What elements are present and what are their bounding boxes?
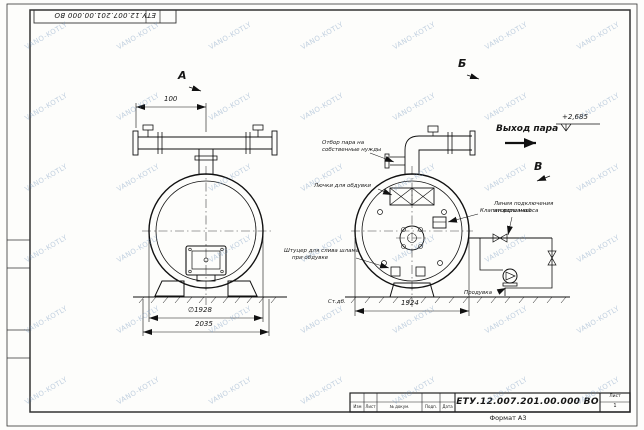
blowdown-label: Продувка: [464, 290, 492, 296]
dim-1924: 1924: [401, 299, 419, 307]
own-needs-label-line1: Отбор пара на: [322, 140, 365, 146]
view-direction-arrows: [188, 73, 551, 182]
hatches-label: Лючки для обдувки: [314, 183, 371, 189]
pump-line-label-line2: второго насоса: [494, 208, 539, 214]
boiler-side-view: [345, 125, 570, 304]
dimension-lines: [135, 103, 470, 336]
ground-note: Ст.дб.: [328, 299, 346, 305]
sludge-fitting-label-line1: Штуцер для слива шлама: [284, 248, 359, 254]
pump-piping: [469, 233, 557, 296]
sheet-frame: [6, 3, 638, 427]
pump-line-label-line1: Линия подключения: [494, 201, 554, 207]
view-label-a: А: [178, 69, 187, 82]
dim-1928: ∅1928: [188, 306, 212, 314]
view-label-b: Б: [458, 57, 467, 70]
title-col-podp: Подп.: [424, 404, 438, 409]
title-col-list: Лист: [365, 404, 376, 409]
sheet-value: 1: [613, 403, 617, 409]
leader-lines: [355, 152, 513, 295]
boiler-front-view: [132, 124, 287, 304]
steam-outlet-label: Выход пара: [496, 124, 559, 134]
elevation-value: +2,685: [562, 113, 588, 121]
explosion-valve-label: Клапан взрывной: [480, 208, 531, 214]
top-stamp-doc-number: ЕТУ.12.007.201.00.000 ВО: [54, 11, 156, 19]
title-block-doc-number: ЕТУ.12.007.201.00.000 ВО: [456, 397, 599, 407]
title-col-docnum: № докум.: [389, 404, 410, 409]
title-col-izm: Изм: [353, 404, 362, 409]
dim-100: 100: [164, 95, 178, 103]
title-block-columns: Изм Лист № докум. Подп. Дата: [351, 404, 455, 409]
sludge-fitting-label-line2: при обдувке: [292, 255, 329, 261]
title-col-data: Дата: [442, 404, 453, 409]
dim-2035: 2035: [195, 320, 213, 328]
title-block-lines: [349, 392, 631, 413]
format-label: Формат А3: [489, 414, 527, 422]
sheet-label: Лист: [609, 394, 621, 399]
view-label-v: В: [534, 160, 543, 173]
steam-outlet-symbols: [505, 123, 600, 148]
own-needs-label-line2: собственные нужды: [322, 147, 382, 153]
